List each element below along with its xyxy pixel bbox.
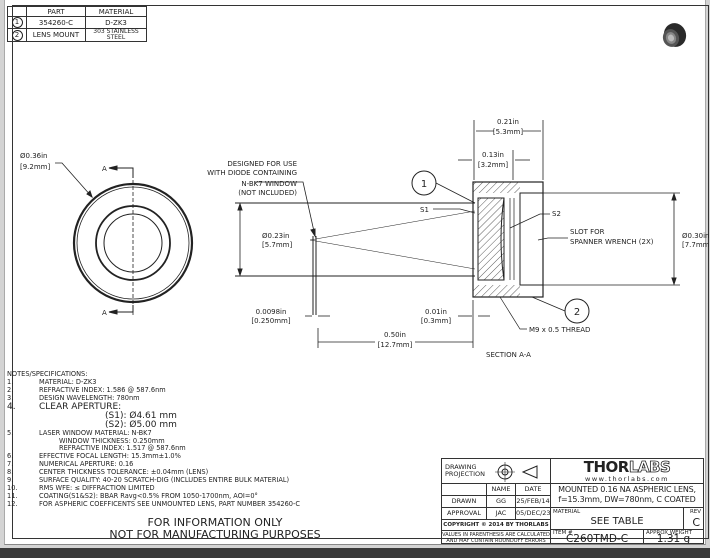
- front-view: [55, 162, 194, 315]
- material-value: SEE TABLE: [590, 516, 644, 527]
- rev-label: REV: [689, 509, 701, 515]
- disclaimer-line2: NOT FOR MANUFACTURING PURPOSES: [109, 528, 321, 541]
- note-item: 12.FOR ASPHERIC COEFFICENTS SEE UNMOUNTE…: [7, 499, 300, 508]
- part-number: LENS MOUNT: [26, 28, 86, 42]
- front-diameter-mm: [9.2mm]: [20, 163, 51, 171]
- overall-length-in: 0.21in: [497, 118, 519, 126]
- surface-s1-label: S1: [420, 206, 429, 214]
- window-thickness: WINDOW THICKNESS: 0.250mm: [59, 436, 165, 445]
- description: MOUNTED 0.16 NA ASPHERIC LENS, f=15.3mm,…: [550, 483, 704, 508]
- window-note-line4: (NOT INCLUDED): [238, 189, 297, 197]
- weight-label: APPROX WEIGHT: [646, 530, 693, 536]
- drawing-frame: [12, 5, 709, 539]
- note-item: 2.REFRACTIVE INDEX: 1.586 @ 587.6nm: [7, 385, 166, 394]
- drawing-sheet: [4, 0, 709, 545]
- section-label-bottom: A: [102, 309, 107, 317]
- window-dim-mm: [0.250mm]: [251, 317, 290, 325]
- website: www.thorlabs.com: [585, 475, 669, 483]
- front-diameter-in: Ø0.36in: [20, 152, 47, 160]
- table-row: 2 LENS MOUNT 303 STAINLESS STEEL: [7, 28, 147, 42]
- window-index: REFRACTIVE INDEX: 1.517 @ 587.6nm: [59, 444, 186, 453]
- material-label: MATERIAL: [553, 509, 581, 515]
- note-item: 5.LASER WINDOW MATERIAL: N-BK7: [7, 428, 152, 437]
- item-cell: ITEM # C260TMD-C: [550, 529, 644, 544]
- description-line2: f=15.3mm, DW=780nm, C COATED: [558, 495, 696, 504]
- note-item: 3.DESIGN WAVELENGTH: 780nm: [7, 393, 140, 402]
- disclaimer-line1: FOR INFORMATION ONLY: [147, 516, 283, 529]
- item-balloon: 1: [11, 17, 23, 28]
- rev-value: C: [692, 516, 700, 529]
- thread-length-mm: [3.2mm]: [478, 161, 509, 169]
- od-dim-mm: [7.7mm]: [682, 241, 710, 249]
- thread-note: M9 x 0.5 THREAD: [529, 326, 590, 334]
- item-label: ITEM #: [553, 530, 573, 536]
- note-item: 11.COATING(S1&S2): BBAR Ravg<0.5% FROM 1…: [7, 491, 258, 500]
- section-title: SECTION A-A: [486, 351, 531, 359]
- thread-length-in: 0.13in: [482, 151, 504, 159]
- note-item: 4.CLEAR APERTURE:: [7, 401, 122, 412]
- clear-dim-mm: [5.7mm]: [262, 241, 293, 249]
- overall-length-mm: [5.3mm]: [493, 128, 524, 136]
- window-note-line1: DESIGNED FOR USE: [227, 160, 297, 168]
- description-line1: MOUNTED 0.16 NA ASPHERIC LENS,: [558, 485, 696, 494]
- note-item: 7.NUMERICAL APERTURE: 0.16: [7, 460, 134, 469]
- wd-dim-in: 0.50in: [384, 331, 406, 339]
- balloon-1: 1: [421, 179, 427, 190]
- slot-note-line1: SLOT FOR: [570, 228, 605, 236]
- notes-heading: NOTES/SPECIFICATIONS:: [7, 370, 88, 378]
- viewer-bottom-bar: [0, 548, 710, 558]
- aperture-s2: (S2): Ø5.00 mm: [105, 419, 177, 430]
- note-item: 8.CENTER THICKNESS TOLERANCE: ±0.04mm (L…: [7, 468, 209, 477]
- window-note-line2: WITH DIODE CONTAINING: [207, 169, 297, 177]
- logo-cell: THORLABS www.thorlabs.com: [550, 458, 704, 484]
- slot-note-line2: SPANNER WRENCH (2X): [570, 238, 654, 246]
- clear-dim-in: Ø0.23in: [262, 232, 289, 240]
- aperture-s1: (S1): Ø4.61 mm: [105, 410, 177, 421]
- item-value: C260TMD-C: [565, 533, 629, 544]
- surface-s2-label: S2: [552, 210, 561, 218]
- note-item: 10.RMS WFE: ≤ DIFFRACTION LIMITED: [7, 483, 155, 492]
- disclaimer: FOR INFORMATION ONLY NOT FOR MANUFACTURI…: [100, 517, 330, 541]
- note-item: 6.EFFECTIVE FOCAL LENGTH: 15.3mm±1.0%: [7, 452, 181, 461]
- weight-cell: APPROX WEIGHT 1.31 g: [643, 529, 704, 544]
- notes-specifications: NOTES/SPECIFICATIONS: 1.MATERIAL: D-ZK3 …: [7, 370, 300, 509]
- third-angle-projection-icon: [495, 462, 538, 482]
- section-view: [235, 120, 680, 348]
- parts-table: PART MATERIAL 1 354260-C D-ZK3 2 LENS MO…: [7, 6, 147, 42]
- note-item: 1.MATERIAL: D-ZK3: [7, 377, 97, 386]
- note-item: 9.SURFACE QUALITY: 40-20 SCRATCH-DIG (IN…: [7, 476, 290, 485]
- section-label-top: A: [102, 165, 107, 173]
- wd-dim-mm: [12.7mm]: [378, 341, 413, 349]
- item-balloon: 2: [11, 29, 23, 41]
- od-dim-in: Ø0.30in: [682, 232, 709, 240]
- gap-dim-mm: [0.3mm]: [421, 317, 452, 325]
- balloon-2: 2: [574, 307, 580, 318]
- gap-dim-in: 0.01in: [425, 308, 447, 316]
- thorlabs-logo: THORLABS: [583, 458, 671, 476]
- weight-value: 1.31 g: [656, 533, 691, 544]
- rev-cell: REV C: [683, 507, 704, 530]
- table-row: 1 354260-C D-ZK3: [7, 16, 147, 29]
- material-cell: MATERIAL SEE TABLE: [550, 507, 684, 530]
- window-note-line3: N-BK7 WINDOW: [241, 180, 297, 188]
- product-thumbnail: [662, 23, 687, 47]
- part-material: 303 STAINLESS STEEL: [85, 28, 147, 42]
- window-dim-in: 0.0098in: [256, 308, 287, 316]
